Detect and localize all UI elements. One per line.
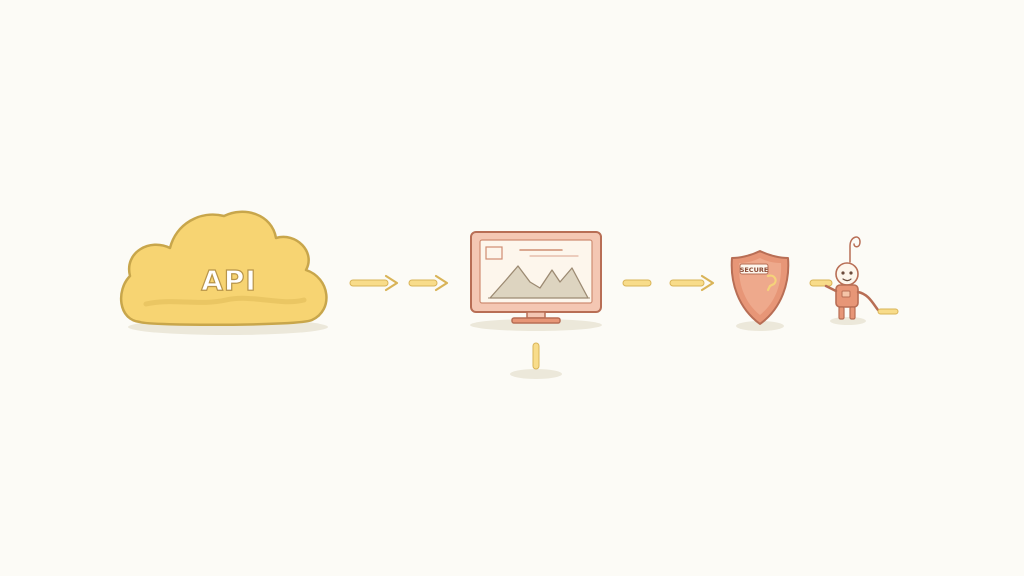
shield-shadow	[736, 321, 784, 331]
cloud-icon: API	[119, 210, 328, 327]
monitor-shadow	[470, 319, 602, 331]
arrow-cloud-to-monitor-1	[349, 274, 399, 292]
shield-icon: SECURE	[730, 250, 790, 325]
arrow-cloud-to-monitor-2	[408, 274, 449, 292]
dash-monitor-to-shield	[622, 279, 652, 287]
chart-mountain	[489, 265, 589, 299]
shield-key	[766, 274, 777, 292]
arrow-monitor-to-shield	[669, 274, 715, 292]
cloud-label: API	[201, 264, 257, 297]
stand-shadow	[510, 369, 562, 379]
robot-shadow	[830, 317, 866, 325]
monitor-connector	[532, 342, 540, 370]
monitor-chart-icon	[470, 231, 602, 324]
chart-legend-box	[485, 246, 503, 260]
shield-label: SECURE	[740, 266, 769, 274]
arrow-shield-to-robot	[809, 279, 833, 287]
robot-icon	[824, 236, 899, 320]
